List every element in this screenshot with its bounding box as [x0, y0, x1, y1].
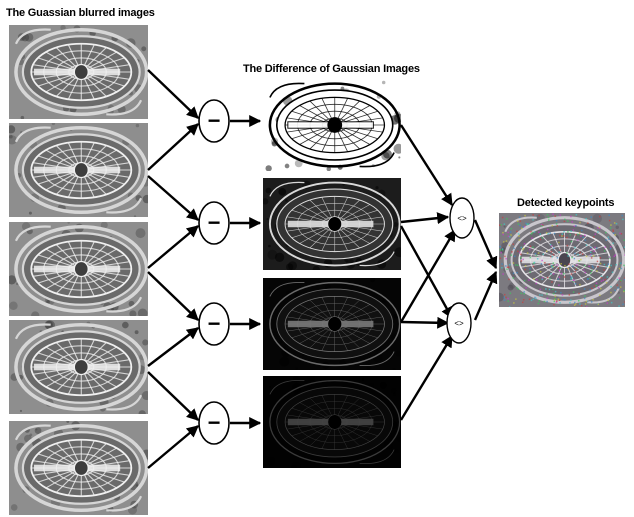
arrow-g4-s3 — [148, 328, 198, 366]
svg-text:<>: <> — [454, 319, 464, 328]
subtract-node-2: − — [199, 202, 229, 244]
arrow-g4-s4 — [148, 372, 198, 420]
arrow-g1-s1 — [148, 70, 198, 118]
arrow-d1-c1 — [401, 125, 452, 205]
compare-node-1: <> — [450, 198, 474, 238]
compare-node-2: <> — [447, 303, 471, 343]
svg-text:−: − — [208, 108, 221, 133]
arrow-g2-s1 — [148, 124, 198, 170]
subtract-node-4: − — [199, 402, 229, 444]
arrow-d2-c1 — [401, 217, 448, 222]
arrow-d2-c2 — [401, 226, 452, 318]
arrow-c2-k — [475, 272, 496, 320]
arrow-d3-c2 — [401, 322, 448, 323]
arrow-g5-s4 — [148, 426, 198, 468]
svg-text:−: − — [208, 210, 221, 235]
svg-text:<>: <> — [457, 214, 467, 223]
svg-text:−: − — [208, 311, 221, 336]
arrow-c1-k — [475, 220, 496, 268]
subtract-node-3: − — [199, 303, 229, 345]
arrow-g3-s3 — [148, 272, 198, 320]
arrow-g3-s2 — [148, 226, 198, 268]
svg-text:−: − — [208, 410, 221, 435]
arrow-d4-c2 — [401, 336, 452, 420]
arrow-g2-s2 — [148, 176, 198, 220]
subtract-node-1: − — [199, 100, 229, 142]
